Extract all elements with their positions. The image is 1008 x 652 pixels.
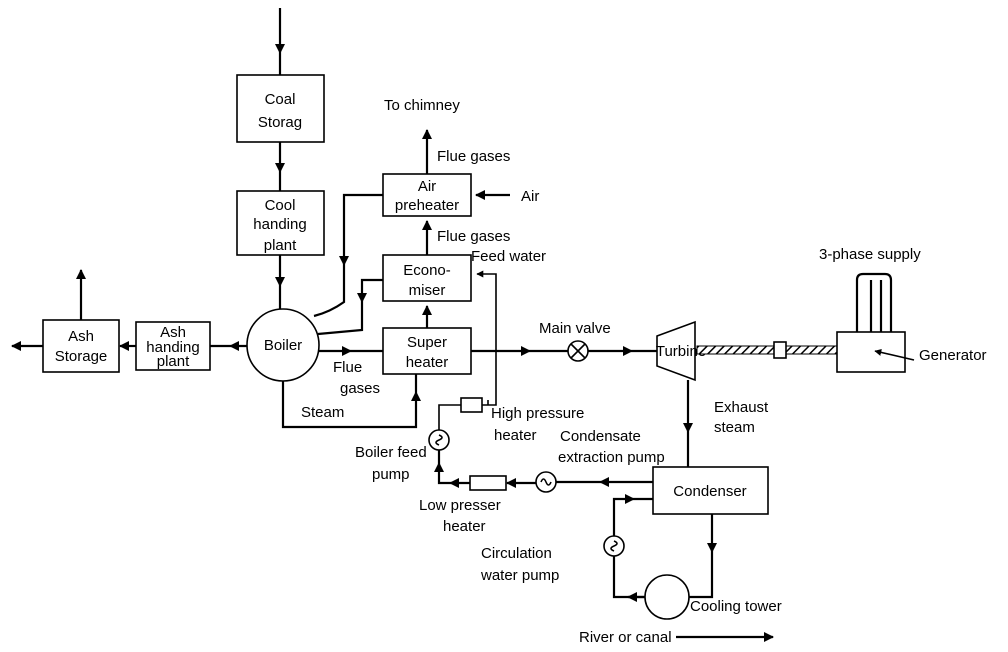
three-phase-supply-label: 3-phase supply (819, 246, 921, 263)
economiser-to-boiler-line (357, 278, 383, 303)
air-label: Air (521, 188, 539, 205)
condenser-label: Condenser (673, 483, 746, 500)
high-pressure-heater-label-line2: heater (494, 427, 537, 444)
condensate-extraction-pump (535, 471, 557, 493)
low-presser-heater-block (469, 475, 507, 491)
generator-label: Generator (919, 347, 987, 364)
turbine-block: Turbine (656, 320, 706, 382)
steam-label: Steam (301, 404, 344, 421)
ash-handling-label-line3: plant (157, 353, 190, 370)
super-heater-block: Super heater (382, 327, 472, 375)
hot-air-to-boiler-line (339, 193, 383, 266)
circulation-water-pump-label-line1: Circulation (481, 545, 552, 562)
boiler-steam-line (281, 381, 421, 429)
ash-handling-label-line2: handing (146, 339, 199, 356)
coal-handling-label-line1: Cool (265, 197, 296, 214)
high-pressure-heater-label-line1: High pressure (491, 405, 584, 422)
circulation-water-pump (603, 535, 625, 557)
coal-handling-label-line2: handing (253, 216, 306, 233)
ash-handling-label-line1: Ash (160, 324, 186, 341)
cooling-tower-label: Cooling tower (690, 598, 782, 615)
boiler-feed-pump-label-line1: Boiler feed (355, 444, 427, 461)
cooling-tower-block (644, 574, 690, 620)
main-valve-label: Main valve (539, 320, 611, 337)
shaft-coupling (696, 341, 838, 359)
ash-storage-label-line2: Storage (55, 348, 108, 365)
coal-storage-label-line2: Storag (258, 114, 302, 131)
air-preheater-label-line2: preheater (395, 197, 459, 214)
flue-gases-boiler-label-line2: gases (340, 380, 380, 397)
to-chimney-label: To chimney (384, 97, 460, 114)
condenser-block: Condenser (652, 466, 769, 515)
feed-water-label: Feed water (471, 248, 546, 265)
turbine-label: Turbine (656, 343, 706, 360)
coal-handling-plant-block: Cool handing plant (236, 190, 325, 256)
flue-gases-mid-label: Flue gases (437, 228, 510, 245)
condensate-extraction-pump-label-line2: extraction pump (558, 449, 665, 466)
super-heater-label-line2: heater (406, 354, 449, 371)
air-preheater-block: Air preheater (382, 173, 472, 217)
ash-handling-plant-block: Ash handing plant (135, 321, 211, 371)
boiler-block: Boiler (246, 308, 320, 382)
air-preheater-label-line1: Air (418, 178, 436, 195)
boiler-label: Boiler (264, 337, 302, 354)
flue-gases-boiler-label-line1: Flue (333, 359, 362, 376)
coal-storage-block: Coal Storag (236, 74, 325, 143)
feed-to-hp-heater-line (438, 404, 461, 430)
economiser-label-line1: Econo- (403, 262, 451, 279)
ash-storage-label-line1: Ash (68, 328, 94, 345)
flue-gases-top-label: Flue gases (437, 148, 510, 165)
low-presser-heater-label-line2: heater (443, 518, 486, 535)
super-heater-label-line1: Super (407, 334, 447, 351)
three-phase-supply-lines (855, 272, 893, 332)
ash-storage-block: Ash Storage (42, 319, 120, 373)
generator-pointer-arrow (874, 349, 915, 361)
economiser-label-line2: miser (409, 282, 446, 299)
exhaust-steam-label-line2: steam (714, 419, 755, 436)
main-valve-icon (567, 340, 589, 362)
exhaust-steam-label-line1: Exhaust (714, 399, 769, 416)
circulation-water-pump-label-line2: water pump (480, 567, 559, 584)
coal-handling-label-line3: plant (264, 237, 297, 254)
cooling-tower-return-line (612, 556, 645, 599)
high-pressure-heater-block (460, 397, 483, 413)
economiser-block: Econo- miser (382, 254, 472, 302)
coal-storage-label-line1: Coal (265, 91, 296, 108)
low-presser-heater-label-line1: Low presser (419, 497, 501, 514)
boiler-feed-pump (428, 429, 450, 451)
boiler-feed-pump-label-line2: pump (372, 466, 410, 483)
river-or-canal-label: River or canal (579, 629, 672, 646)
generator-block (836, 331, 906, 373)
condensate-extraction-pump-label-line1: Condensate (560, 428, 641, 445)
